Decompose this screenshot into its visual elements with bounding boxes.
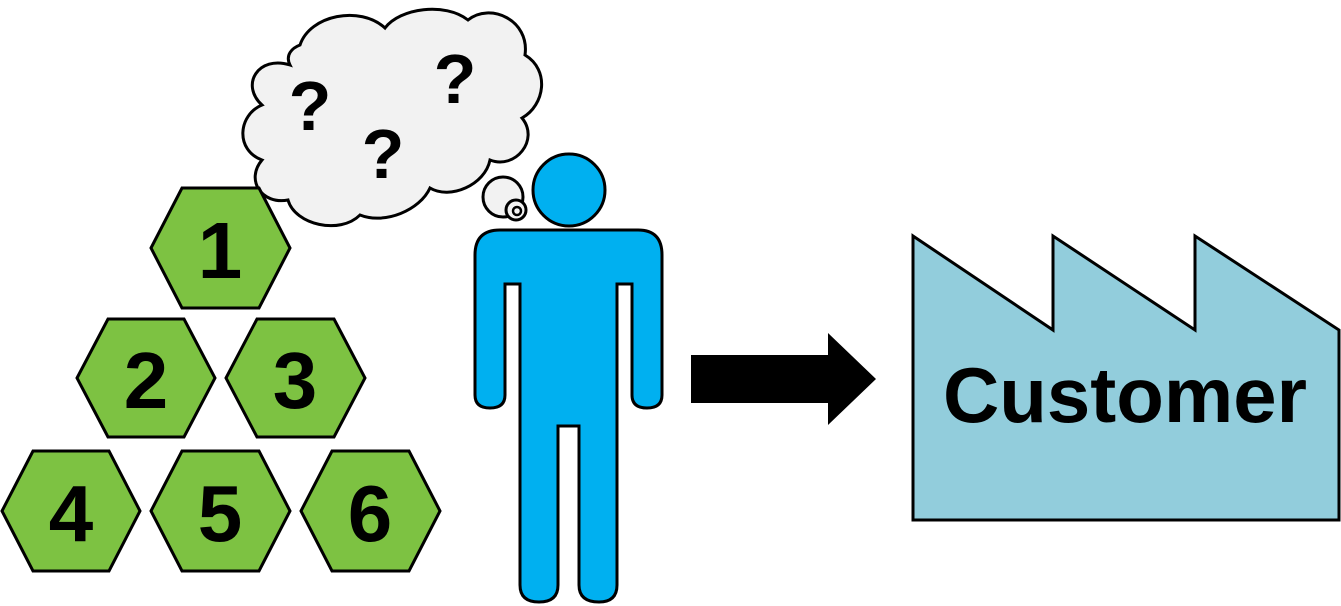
hexagon-label: 6	[348, 469, 393, 558]
hexagon-1: 1	[149, 186, 292, 310]
hexagon-label: 4	[49, 469, 94, 558]
hexagon-4: 4	[0, 449, 142, 573]
arrow-shape	[691, 333, 876, 425]
hexagon-label: 1	[198, 206, 243, 295]
hexagon-label: 3	[273, 336, 318, 425]
hexagon-shape	[224, 317, 367, 439]
hexagon-6: 6	[299, 449, 442, 573]
question-mark: ?	[362, 115, 405, 193]
hexagon-shape	[149, 449, 292, 573]
hexagon-pyramid: 1 2 3 4 5 6	[0, 186, 442, 573]
hexagon-5: 5	[149, 449, 292, 573]
person-icon	[473, 152, 664, 604]
thought-cloud: ? ? ?	[241, 7, 543, 228]
person-head	[531, 152, 607, 228]
hexagon-label: 5	[198, 469, 243, 558]
thought-bubble-small	[511, 205, 523, 217]
hexagon-shape	[0, 449, 142, 573]
hexagon-shape	[75, 317, 217, 439]
factory-icon: Customer	[911, 233, 1341, 522]
right-arrow-icon	[691, 333, 876, 425]
hexagon-3: 3	[224, 317, 367, 439]
hexagon-label: 2	[124, 336, 169, 425]
factory-label: Customer	[943, 351, 1307, 439]
question-mark: ?	[434, 40, 477, 118]
hexagon-2: 2	[75, 317, 217, 439]
thought-cloud-shape	[241, 7, 543, 228]
hexagon-shape	[299, 449, 442, 573]
question-mark: ?	[289, 67, 332, 145]
hexagon-shape	[149, 186, 292, 310]
person-body	[473, 228, 664, 604]
factory-shape	[911, 233, 1341, 522]
